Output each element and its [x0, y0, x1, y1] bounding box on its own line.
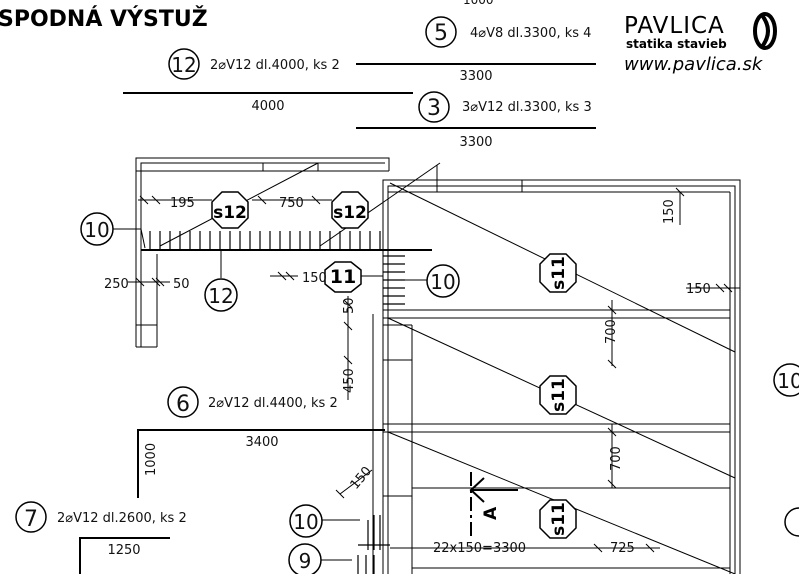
stirrup-marker-4: s11	[539, 375, 577, 415]
bar-ticks-side	[383, 255, 405, 305]
svg-text:s11: s11	[549, 256, 569, 290]
stirrup-marker-5: s11	[539, 499, 577, 539]
callout-10-right-edge: 10	[773, 363, 799, 397]
svg-text:150: 150	[348, 464, 375, 493]
bar-schedule-5: 5 4⌀V8 dl.3300, ks 4 3300	[356, 16, 596, 84]
bar-mark-circle	[425, 16, 457, 48]
svg-text:10: 10	[430, 270, 455, 294]
dimension-labels: 195 750 250 50 150 150 150 50 450 700 70…	[104, 196, 711, 556]
stirrup-marker-2: s12	[331, 191, 369, 229]
bar-schedule-7: 7 2⌀V12 dl.2600, ks 2 1250	[15, 501, 187, 574]
section-cut-marker: A	[469, 472, 518, 540]
top-cut-label: 1000	[463, 0, 494, 7]
drawing-title: SPODNÁ VÝSTUŽ	[0, 6, 208, 32]
svg-text:700: 700	[609, 446, 624, 471]
svg-text:s11: s11	[549, 378, 569, 412]
svg-text:195: 195	[170, 196, 195, 211]
bar-mark-circle	[15, 501, 47, 533]
bar-mark-circle	[418, 91, 450, 123]
svg-text:11: 11	[330, 266, 356, 288]
bar-length: 3300	[459, 69, 492, 84]
svg-text:s12: s12	[213, 203, 247, 223]
stirrup-marker-1: s12	[211, 191, 249, 229]
svg-text:150: 150	[686, 282, 711, 297]
svg-text:s11: s11	[549, 502, 569, 536]
bar-spec: 2⌀V12 dl.4400, ks 2	[208, 396, 338, 411]
bar-mark: 5	[434, 21, 448, 46]
svg-text:725: 725	[610, 541, 635, 556]
company-logo: PAVLICA statika stavieb www.pavlica.sk	[624, 12, 777, 75]
callout-10-right-edge-2	[784, 507, 799, 537]
bar-spec: 2⌀V12 dl.2600, ks 2	[57, 511, 187, 526]
bar-length: 3400	[245, 435, 278, 450]
dimension-lines	[128, 187, 740, 553]
bar-mark-circle	[168, 48, 200, 80]
svg-text:10: 10	[777, 369, 799, 393]
bar-length: 4000	[251, 99, 284, 114]
bar-length: 3300	[459, 135, 492, 150]
svg-text:22x150=3300: 22x150=3300	[433, 541, 526, 556]
callout-10-mid: 10	[405, 264, 460, 298]
svg-text:50: 50	[173, 277, 190, 292]
bar-mark: 7	[24, 507, 38, 532]
svg-text:150: 150	[302, 271, 327, 286]
bar-spec: 4⌀V8 dl.3300, ks 4	[470, 26, 591, 41]
bar-mark: 12	[171, 53, 196, 77]
callout-12-bottom: 12	[204, 250, 238, 312]
logo-name: PAVLICA	[624, 13, 725, 39]
bar-mark: 3	[427, 96, 441, 121]
stirrup-marker-3: s11	[539, 253, 577, 293]
svg-text:9: 9	[299, 549, 312, 573]
callout-9: 9	[288, 543, 352, 574]
bar-ticks-bottom	[357, 515, 390, 574]
bar-leg-length: 1000	[144, 443, 159, 476]
bar-ticks-top	[149, 231, 381, 250]
logo-url: www.pavlica.sk	[624, 54, 764, 75]
svg-text:12: 12	[208, 284, 233, 308]
logo-subtitle: statika stavieb	[626, 37, 727, 51]
bar-schedule-12: 12 2⌀V12 dl.4000, ks 2 4000	[123, 48, 413, 114]
svg-text:750: 750	[279, 196, 304, 211]
svg-text:50: 50	[342, 297, 357, 314]
bar-schedule-3: 3 3⌀V12 dl.3300, ks 3 3300	[356, 91, 596, 150]
svg-text:150: 150	[662, 199, 677, 224]
callout-10-low: 10	[289, 504, 360, 538]
bar-mark: 6	[176, 392, 190, 417]
svg-text:250: 250	[104, 277, 129, 292]
bar-mark-circle	[167, 386, 199, 418]
logo-mark-icon	[753, 12, 777, 50]
svg-text:700: 700	[604, 319, 619, 344]
callout-10-left: 10	[80, 212, 146, 249]
bar-spec: 2⌀V12 dl.4000, ks 2	[210, 58, 340, 73]
svg-text:10: 10	[293, 510, 318, 534]
callout-11: 11	[324, 261, 383, 293]
bar-length: 1250	[107, 543, 140, 558]
svg-text:A: A	[481, 506, 501, 520]
svg-text:450: 450	[342, 368, 357, 393]
svg-text:s12: s12	[333, 203, 367, 223]
bar-schedule-6: 6 2⌀V12 dl.4400, ks 2 3400 1000	[137, 386, 385, 498]
svg-text:10: 10	[84, 218, 109, 242]
bar-spec: 3⌀V12 dl.3300, ks 3	[462, 100, 592, 115]
